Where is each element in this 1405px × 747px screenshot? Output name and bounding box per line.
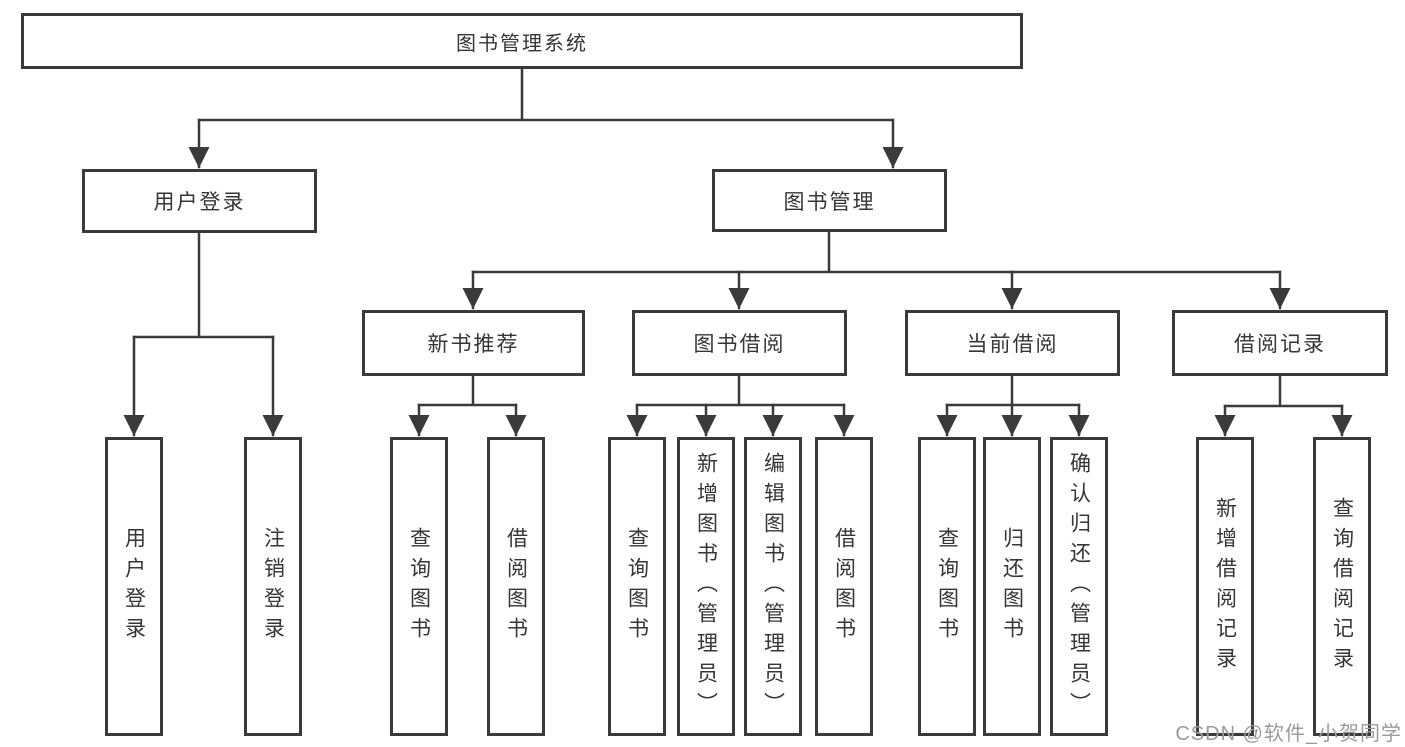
leaf-label: 用户登录 bbox=[122, 526, 146, 647]
node-user-login: 用户登录 bbox=[82, 169, 317, 233]
leaf-query-books-borrow: 查询图书 bbox=[608, 437, 666, 736]
leaf-logout: 注销登录 bbox=[244, 437, 302, 736]
leaf-borrow-books: 借阅图书 bbox=[815, 437, 873, 736]
node-new-book-recommend: 新书推荐 bbox=[362, 310, 585, 376]
leaf-add-books-admin: 新增图书（管理员） bbox=[677, 437, 735, 736]
leaf-query-borrow-record: 查询借阅记录 bbox=[1313, 437, 1371, 736]
node-root-library-system: 图书管理系统 bbox=[21, 13, 1023, 69]
leaf-edit-books-admin: 编辑图书（管理员） bbox=[744, 437, 802, 736]
leaf-user-login: 用户登录 bbox=[105, 437, 163, 736]
leaf-return-books: 归还图书 bbox=[983, 437, 1041, 736]
node-book-management: 图书管理 bbox=[712, 169, 947, 232]
leaf-add-borrow-record: 新增借阅记录 bbox=[1196, 437, 1254, 736]
leaf-label: 借阅图书 bbox=[832, 526, 856, 647]
leaf-label: 注销登录 bbox=[261, 526, 285, 647]
leaf-label: 新增借阅记录 bbox=[1213, 496, 1237, 677]
leaf-label: 查询图书 bbox=[407, 526, 431, 647]
leaf-label: 查询图书 bbox=[935, 526, 959, 647]
leaf-query-books-current: 查询图书 bbox=[918, 437, 976, 736]
leaf-query-books-recommend: 查询图书 bbox=[390, 437, 448, 736]
leaf-label: 编辑图书（管理员） bbox=[761, 451, 785, 722]
leaf-borrow-books-recommend: 借阅图书 bbox=[487, 437, 545, 736]
leaf-label: 归还图书 bbox=[1000, 526, 1024, 647]
leaf-label: 新增图书（管理员） bbox=[694, 451, 718, 722]
csdn-watermark: CSDN @软件_小贺同学 bbox=[1175, 723, 1402, 745]
leaf-label: 查询图书 bbox=[625, 526, 649, 647]
leaf-label: 确认归还（管理员） bbox=[1067, 451, 1091, 722]
node-current-borrow: 当前借阅 bbox=[905, 310, 1120, 376]
leaf-label: 查询借阅记录 bbox=[1330, 496, 1354, 677]
node-borrow-records: 借阅记录 bbox=[1172, 310, 1388, 376]
leaf-label: 借阅图书 bbox=[504, 526, 528, 647]
leaf-confirm-return-admin: 确认归还（管理员） bbox=[1050, 437, 1108, 736]
node-book-borrow: 图书借阅 bbox=[632, 310, 847, 376]
